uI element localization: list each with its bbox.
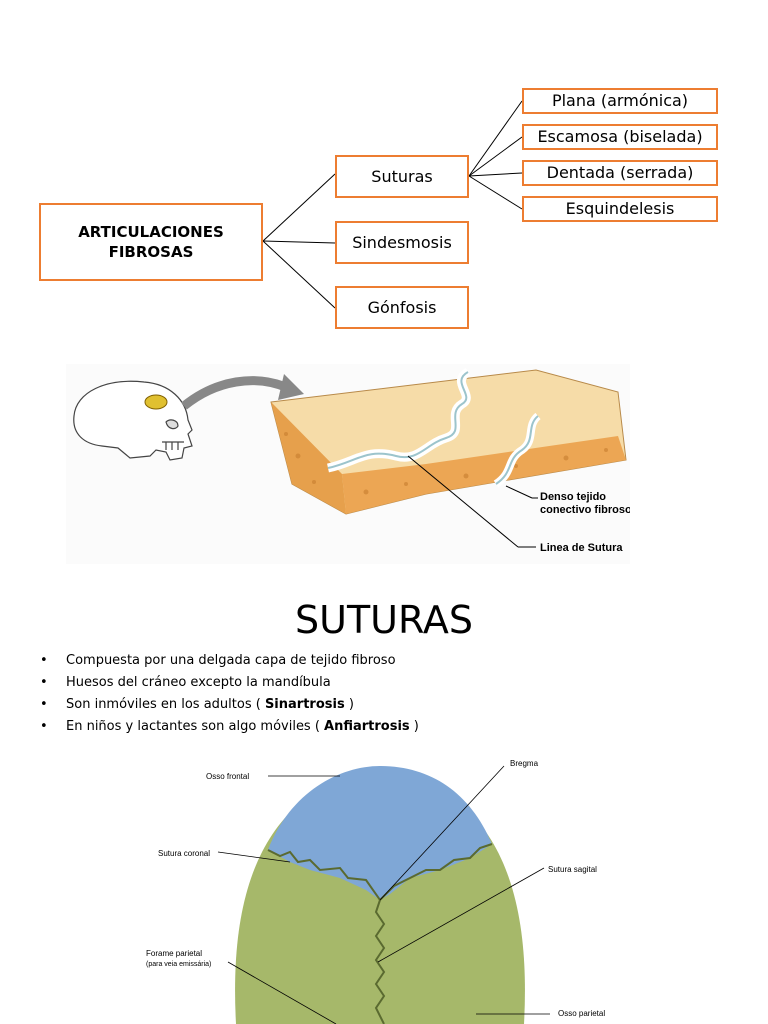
label-osso-frontal: Osso frontal [206, 772, 249, 781]
suture-cross-section-figure: Denso tejido conectivo fibroso Linea de … [66, 364, 630, 564]
suture-type-label: Escamosa (biselada) [537, 127, 703, 147]
bullet-icon: • [40, 675, 48, 690]
label-osso-parietal: Osso parietal [558, 1009, 605, 1018]
bullet-icon: • [40, 697, 48, 712]
root-box: ARTICULACIONES FIBROSAS [39, 203, 263, 281]
label-bregma: Bregma [510, 759, 539, 768]
list-item: • Son inmóviles en los adultos ( Sinartr… [40, 694, 419, 716]
skull-top-view-figure: Osso frontal Bregma Sutura coronal Sutur… [146, 759, 605, 1024]
label-sutura-coronal: Sutura coronal [158, 849, 210, 858]
suture-type-box: Esquindelesis [522, 196, 718, 222]
branch-box-suturas: Suturas [335, 155, 469, 198]
bullet-icon: • [40, 653, 48, 668]
label-tissue-2: conectivo fibroso [540, 504, 630, 516]
suture-type-box: Plana (armónica) [522, 88, 718, 114]
label-sutura-sagital: Sutura sagital [548, 865, 597, 874]
label-tissue: Denso tejido [540, 491, 606, 503]
diagram-connectors [262, 100, 523, 309]
suture-type-box: Dentada (serrada) [522, 160, 718, 186]
list-item: • Compuesta por una delgada capa de teji… [40, 650, 419, 672]
list-item: • En niños y lactantes son algo móviles … [40, 716, 419, 738]
branch-box-gonfosis: Gónfosis [335, 286, 469, 329]
branch-label: Gónfosis [367, 297, 437, 317]
section-title: SUTURAS [295, 598, 473, 642]
suture-type-label: Esquindelesis [565, 199, 675, 219]
label-forame-parietal: Forame parietal [146, 949, 202, 958]
label-forame-parietal-sub: (para veia emissária) [146, 961, 211, 968]
root-label: ARTICULACIONES FIBROSAS [78, 222, 224, 261]
branch-label: Suturas [371, 166, 433, 186]
bullet-list: • Compuesta por una delgada capa de teji… [40, 650, 419, 738]
suture-type-label: Plana (armónica) [551, 91, 689, 111]
suture-type-label: Dentada (serrada) [546, 163, 694, 183]
list-item: • Huesos del cráneo excepto la mandíbula [40, 672, 419, 694]
branch-box-sindesmosis: Sindesmosis [335, 221, 469, 264]
suture-type-box: Escamosa (biselada) [522, 124, 718, 150]
bullet-icon: • [40, 719, 48, 734]
label-suture-line: Linea de Sutura [540, 542, 623, 554]
branch-label: Sindesmosis [352, 232, 452, 252]
